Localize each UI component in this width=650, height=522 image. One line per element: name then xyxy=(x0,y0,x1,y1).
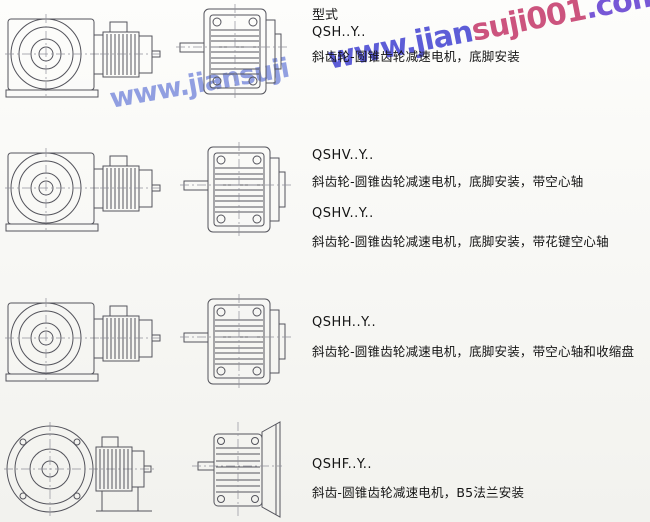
row3-gearmotor-side-view xyxy=(4,297,162,383)
model-desc-qshf: 斜齿-圆锥齿轮减速电机，B5法兰安装 xyxy=(312,485,525,500)
model-code-qshf: QSHF..Y.. xyxy=(312,457,372,472)
watermark-top: www.jiansuji001.com xyxy=(325,0,650,77)
model-code-qshv-2: QSHV..Y.. xyxy=(312,206,374,221)
model-code-qshv-1: QSHV..Y.. xyxy=(312,148,374,163)
model-code-qshh: QSHH..Y.. xyxy=(312,315,377,330)
row2-gearbox-front-view xyxy=(180,141,292,238)
row1-gearbox-front-view xyxy=(176,3,288,100)
model-desc-qshv-2: 斜齿轮-圆锥齿轮减速电机，底脚安装，带花键空心轴 xyxy=(312,234,609,249)
watermark-segment: .com xyxy=(582,0,650,27)
type-heading: 型式 xyxy=(312,8,339,23)
row2-gearmotor-side-view xyxy=(4,147,162,233)
row1-gearmotor-side-view xyxy=(4,13,162,99)
model-desc-qshh: 斜齿轮-圆锥齿轮减速电机，底脚安装，带空心轴和收缩盘 xyxy=(312,344,635,359)
row4-flange-face-view xyxy=(4,421,154,517)
row3-gearbox-front-view xyxy=(180,293,292,390)
model-desc-qshv-1: 斜齿轮-圆锥齿轮减速电机，底脚安装，带空心轴 xyxy=(312,174,584,189)
model-code-qsh: QSH..Y.. xyxy=(312,25,366,40)
watermark-segment: suji001 xyxy=(468,0,589,49)
model-desc-qsh: 斜齿轮-圆锥齿轮减速电机，底脚安装 xyxy=(312,49,520,64)
row4-flange-side-view xyxy=(192,421,282,519)
